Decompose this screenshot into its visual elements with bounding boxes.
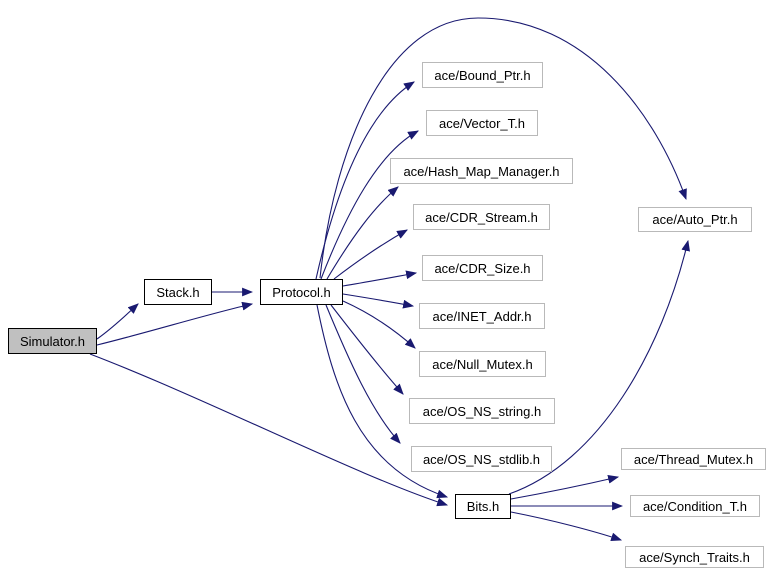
node-ace-hash-map-manager-h[interactable]: ace/Hash_Map_Manager.h [390,158,573,184]
edge-simulator-to-stack [96,303,139,340]
node-ace-cdr-size-h[interactable]: ace/CDR_Size.h [422,255,543,281]
edge-bits-to-thread-mutex [510,474,620,500]
node-ace-bound-ptr-h[interactable]: ace/Bound_Ptr.h [422,62,543,88]
edge-protocol-to-hash-map-manager [326,186,399,280]
edge-protocol-to-cdr-stream [333,229,408,280]
node-ace-synch-traits-h[interactable]: ace/Synch_Traits.h [625,546,764,568]
node-bits-h[interactable]: Bits.h [455,494,511,519]
node-ace-cdr-stream-h[interactable]: ace/CDR_Stream.h [413,204,550,230]
node-ace-auto-ptr-h[interactable]: ace/Auto_Ptr.h [638,207,752,232]
edge-simulator-to-bits [89,353,449,507]
edge-bits-to-auto-ptr [508,239,690,495]
node-protocol-h[interactable]: Protocol.h [260,279,343,305]
node-ace-condition-t-h[interactable]: ace/Condition_T.h [630,495,760,517]
node-stack-h[interactable]: Stack.h [144,279,212,305]
node-ace-thread-mutex-h[interactable]: ace/Thread_Mutex.h [621,448,766,470]
edge-bits-to-synch-traits [510,511,623,542]
edge-protocol-to-os-ns-string [330,304,404,395]
edge-protocol-to-null-mutex [342,300,416,349]
node-ace-null-mutex-h[interactable]: ace/Null_Mutex.h [419,351,546,377]
node-ace-inet-addr-h[interactable]: ace/INET_Addr.h [419,303,545,329]
node-ace-os-ns-string-h[interactable]: ace/OS_NS_string.h [409,398,555,424]
edge-protocol-to-os-ns-stdlib [325,304,401,444]
node-simulator-h: Simulator.h [8,328,97,354]
edge-protocol-to-cdr-size [342,270,418,287]
node-ace-vector-t-h[interactable]: ace/Vector_T.h [426,110,538,136]
edge-simulator-to-protocol [96,301,254,346]
node-ace-os-ns-stdlib-h[interactable]: ace/OS_NS_stdlib.h [411,446,552,472]
edge-protocol-to-vector-t [320,130,419,280]
edge-protocol-to-auto-ptr [319,17,687,279]
edge-protocol-to-inet-addr [342,293,415,309]
edge-protocol-to-bits [316,304,449,499]
